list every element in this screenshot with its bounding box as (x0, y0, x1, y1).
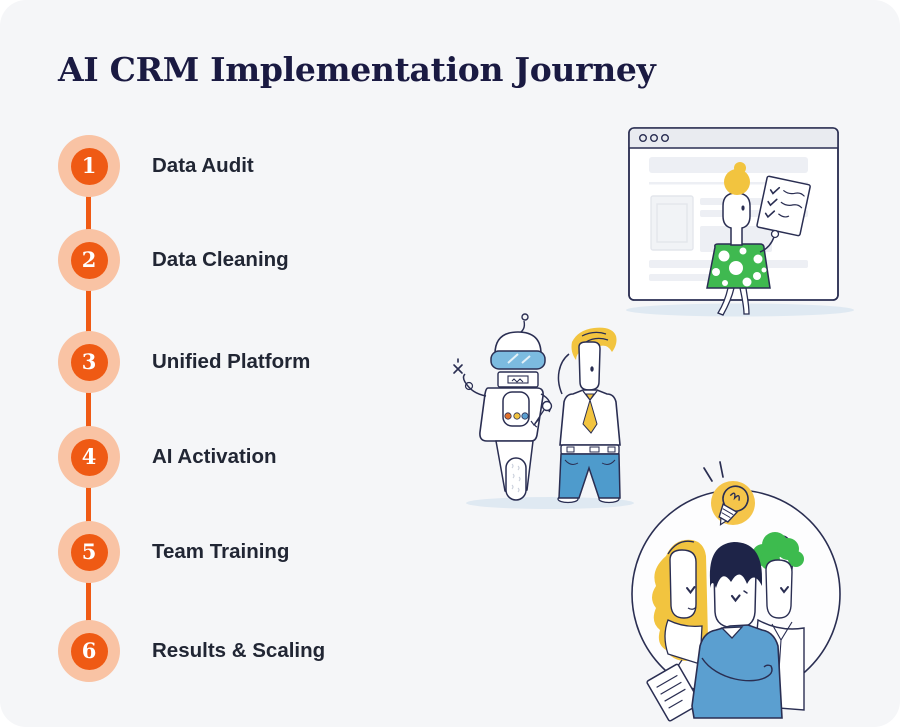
browser-window-illustration-svg (626, 127, 854, 317)
step-label: Data Cleaning (152, 248, 289, 271)
dress-dots (712, 247, 767, 287)
step-label: AI Activation (152, 445, 277, 468)
page-title: AI CRM Implementation Journey (58, 50, 656, 89)
step-number: 3 (81, 348, 97, 374)
green-hair (752, 532, 804, 570)
eye (780, 586, 789, 594)
checklist-paper (756, 175, 811, 237)
timeline-step-6: 6 Results & Scaling (58, 620, 418, 682)
robot-visor (490, 350, 546, 370)
woman-green-dress (706, 162, 811, 316)
ground-shadow (626, 303, 854, 317)
robot-panel (502, 391, 530, 427)
eye (730, 594, 741, 603)
step-number: 6 (81, 637, 97, 663)
man-blue-sweater (691, 542, 783, 719)
notes-paper (646, 663, 701, 722)
step-number: 4 (81, 443, 97, 469)
eye (590, 366, 594, 372)
businessman (557, 327, 621, 504)
timeline-step-5: 5 Team Training (58, 521, 418, 583)
timeline-step-3: 3 Unified Platform (58, 331, 418, 393)
blue-pants (558, 453, 621, 499)
step-number-badge: 5 (58, 521, 120, 583)
traffic-lights-icon (639, 134, 670, 143)
antenna-icon (521, 313, 529, 321)
yellow-tie (582, 398, 598, 434)
robot-man-illustration (432, 302, 652, 514)
woman-yellow-hair (646, 539, 708, 722)
step-number: 1 (81, 152, 97, 178)
robot-hand (453, 358, 463, 374)
eye (686, 586, 696, 595)
eye (741, 205, 745, 211)
timeline: 1 Data Audit 2 Data Cleaning 3 Unified P… (0, 0, 420, 727)
step-number-badge: 2 (58, 229, 120, 291)
hug-arm-line (701, 657, 773, 682)
step-number-badge: 4 (58, 426, 120, 488)
panel-buttons (504, 412, 529, 420)
man-head (578, 341, 601, 391)
hair-bun (724, 169, 750, 195)
timeline-step-1: 1 Data Audit (58, 135, 418, 197)
step-number-badge: 6 (58, 620, 120, 682)
timeline-step-4: 4 AI Activation (58, 426, 418, 488)
idea-rays (703, 461, 724, 482)
step-label: Unified Platform (152, 350, 311, 373)
step-number-badge: 1 (58, 135, 120, 197)
robot-icon (453, 313, 553, 501)
step-label: Team Training (152, 540, 290, 563)
team-idea-illustration (604, 438, 889, 723)
blue-sweater (691, 624, 783, 719)
browser-woman-illustration (612, 104, 862, 318)
lightbulb-icon (711, 481, 755, 526)
timeline-connector (86, 166, 91, 652)
step-label: Data Audit (152, 154, 254, 177)
step-number: 2 (81, 246, 97, 272)
timeline-step-2: 2 Data Cleaning (58, 229, 418, 291)
step-label: Results & Scaling (152, 639, 326, 662)
step-number: 5 (81, 538, 97, 564)
navy-hair (709, 542, 762, 588)
robot-wheel (505, 457, 527, 501)
step-number-badge: 3 (58, 331, 120, 393)
ground-shadow (466, 497, 634, 509)
team-circle-illustration-svg (631, 461, 841, 722)
robot-man-illustration-svg (453, 313, 634, 509)
